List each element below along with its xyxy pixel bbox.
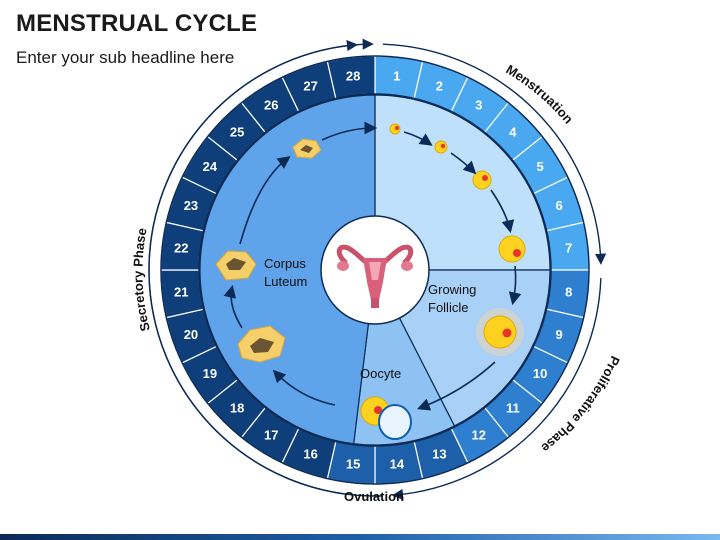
phase-arc [391, 277, 602, 500]
stage-label-corpus-1: Corpus [264, 256, 306, 271]
stage-label-follicle-2: Follicle [428, 300, 468, 315]
corpus-luteum-stages [215, 138, 322, 363]
day-ring: 1234567891011121314151617181920212223242… [160, 55, 590, 485]
stage-label-follicle-1: Growing [428, 282, 476, 297]
day-label: 21 [174, 284, 188, 299]
day-label: 8 [565, 284, 572, 299]
day-label: 5 [536, 159, 543, 174]
day-label: 18 [230, 400, 244, 415]
phase-arcs [148, 38, 607, 500]
phase-arc [148, 40, 383, 497]
day-label: 22 [174, 241, 188, 256]
oocyte-icon [360, 396, 412, 440]
page-title: MENSTRUAL CYCLE [16, 10, 258, 37]
day-label: 3 [475, 97, 482, 112]
day-label: 7 [565, 241, 572, 256]
day-label: 2 [436, 78, 443, 93]
stage-label-oocyte: Oocyte [360, 366, 401, 381]
day-label: 13 [432, 447, 446, 462]
day-label: 27 [303, 78, 317, 93]
day-label: 17 [264, 428, 278, 443]
ring-outline [198, 93, 552, 447]
day-label: 9 [555, 327, 562, 342]
day-label: 19 [203, 366, 217, 381]
day-label: 23 [184, 198, 198, 213]
day-label: 12 [472, 428, 486, 443]
phase-label-ovulation: Ovulation [344, 489, 404, 504]
page-subtitle: Enter your sub headline here [16, 48, 235, 67]
day-label: 26 [264, 97, 278, 112]
uterus-icon [320, 215, 430, 325]
cycle-arrows [223, 121, 522, 411]
day-label: 24 [203, 159, 218, 174]
day-label: 6 [555, 198, 562, 213]
phase-arc [382, 43, 607, 265]
day-label: 4 [509, 125, 517, 140]
ring-outline [160, 55, 590, 485]
stage-label-corpus-2: Luteum [264, 274, 307, 289]
day-label: 28 [346, 69, 360, 84]
day-label: 15 [346, 456, 360, 471]
follicle-stages [389, 123, 526, 356]
day-label: 16 [303, 447, 317, 462]
day-label: 25 [230, 125, 244, 140]
day-label: 20 [184, 327, 198, 342]
day-label: 11 [506, 400, 520, 415]
day-label: 1 [393, 69, 400, 84]
day-label: 14 [390, 456, 405, 471]
bottom-accent-bar [0, 534, 720, 540]
day-label: 10 [533, 366, 547, 381]
